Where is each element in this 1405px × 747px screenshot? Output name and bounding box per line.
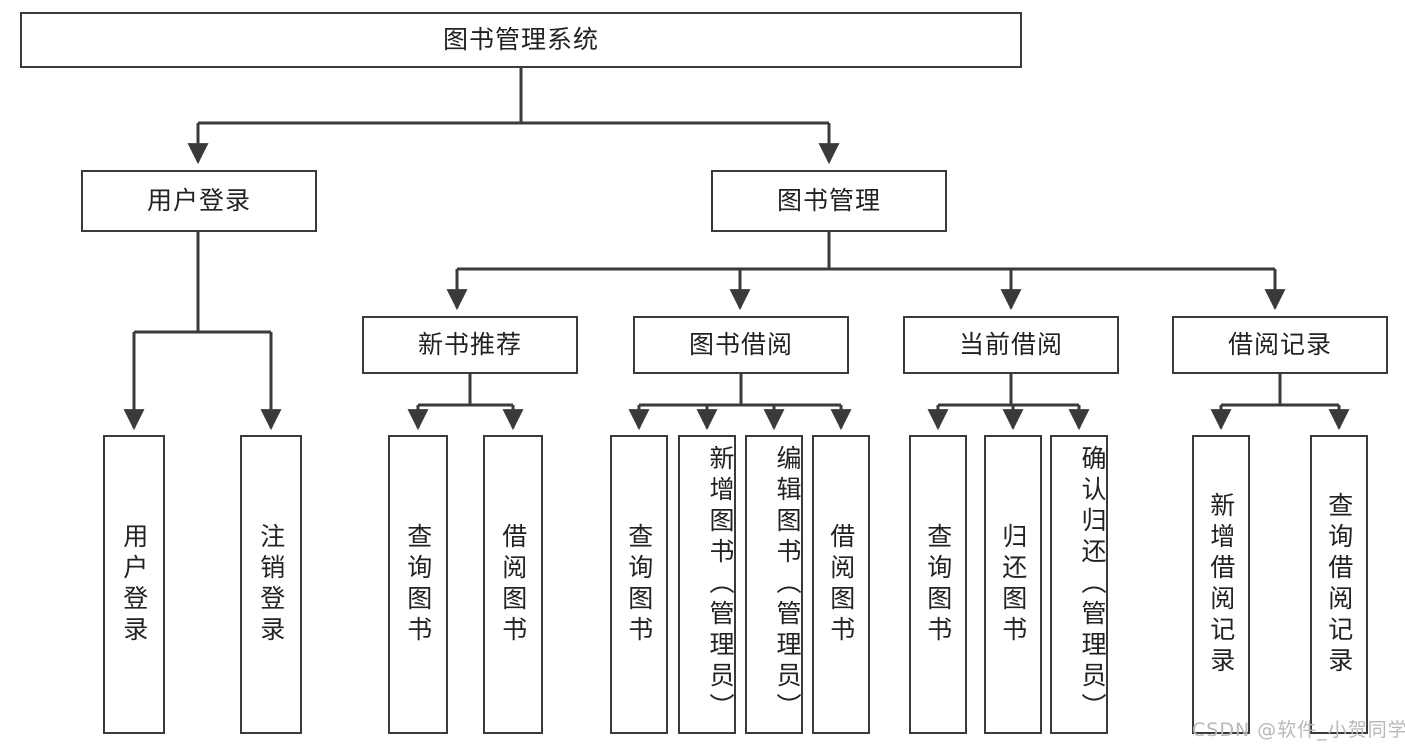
node-leaf-add-borrow-record[interactable]: 新增借阅记录 xyxy=(1192,435,1250,734)
node-leaf-label: 用户登录 xyxy=(119,522,149,647)
node-root-system[interactable]: 图书管理系统 xyxy=(20,12,1022,68)
node-leaf-user-login[interactable]: 用户登录 xyxy=(103,435,165,734)
node-book-borrow-label: 图书借阅 xyxy=(688,330,793,359)
node-book-borrow[interactable]: 图书借阅 xyxy=(633,316,849,374)
node-leaf-query-book-recommend[interactable]: 查询图书 xyxy=(388,435,448,734)
node-borrow-record[interactable]: 借阅记录 xyxy=(1172,316,1388,374)
node-root-label: 图书管理系统 xyxy=(442,25,599,54)
node-leaf-borrow-book[interactable]: 借阅图书 xyxy=(812,435,870,734)
node-leaf-label: 借阅图书 xyxy=(826,522,856,647)
node-new-book-recommend[interactable]: 新书推荐 xyxy=(362,316,578,374)
node-current-borrow-label: 当前借阅 xyxy=(958,330,1063,359)
node-leaf-query-book-current[interactable]: 查询图书 xyxy=(909,435,967,734)
node-user-login[interactable]: 用户登录 xyxy=(81,170,317,232)
node-leaf-label: 编辑图书（管理员） xyxy=(773,445,802,724)
node-leaf-add-book-admin[interactable]: 新增图书（管理员） xyxy=(678,435,736,734)
node-leaf-label: 归还图书 xyxy=(998,522,1028,647)
node-leaf-borrow-book-recommend[interactable]: 借阅图书 xyxy=(483,435,543,734)
node-leaf-label: 注销登录 xyxy=(256,522,286,647)
node-leaf-label: 新增借阅记录 xyxy=(1206,491,1236,678)
node-leaf-edit-book-admin[interactable]: 编辑图书（管理员） xyxy=(745,435,803,734)
node-leaf-confirm-return-admin[interactable]: 确认归还（管理员） xyxy=(1050,435,1108,734)
node-leaf-label: 查询图书 xyxy=(624,522,654,647)
node-leaf-label: 查询图书 xyxy=(403,522,433,647)
node-leaf-label: 查询图书 xyxy=(923,522,953,647)
node-leaf-query-book-borrow[interactable]: 查询图书 xyxy=(610,435,668,734)
node-leaf-logout[interactable]: 注销登录 xyxy=(240,435,302,734)
node-new-book-recommend-label: 新书推荐 xyxy=(417,330,522,359)
node-borrow-record-label: 借阅记录 xyxy=(1227,330,1332,359)
watermark-text: CSDN @软件_小贺同学 xyxy=(1192,719,1405,741)
node-leaf-label: 查询借阅记录 xyxy=(1324,491,1354,678)
node-user-login-label: 用户登录 xyxy=(146,186,251,215)
node-book-management[interactable]: 图书管理 xyxy=(711,170,947,232)
node-leaf-label: 借阅图书 xyxy=(498,522,528,647)
node-leaf-label: 确认归还（管理员） xyxy=(1078,445,1107,724)
node-current-borrow[interactable]: 当前借阅 xyxy=(903,316,1119,374)
node-leaf-return-book[interactable]: 归还图书 xyxy=(984,435,1042,734)
node-leaf-label: 新增图书（管理员） xyxy=(706,445,735,724)
node-leaf-query-borrow-record[interactable]: 查询借阅记录 xyxy=(1310,435,1368,734)
node-book-management-label: 图书管理 xyxy=(776,186,881,215)
